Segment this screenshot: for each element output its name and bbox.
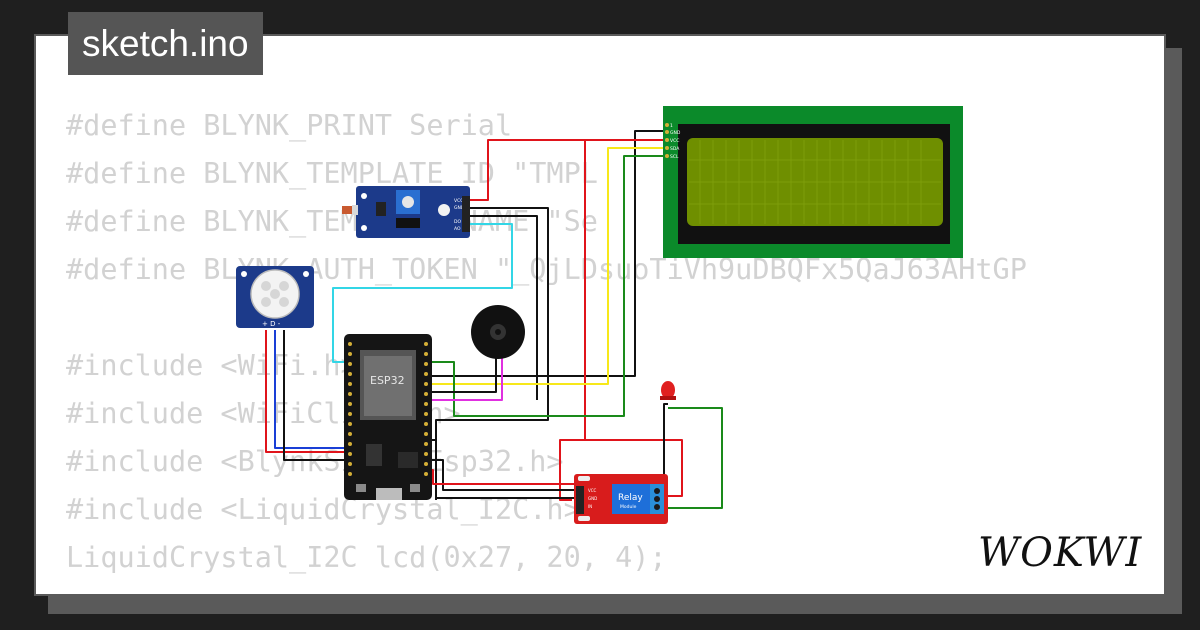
wokwi-logo-text: WOKWI — [978, 530, 1142, 576]
code-line: LiquidCrystal_I2C lcd(0x27, 20, 4); — [66, 541, 667, 574]
pir-pin-labels: + D - — [262, 320, 281, 328]
buzzer — [471, 305, 525, 359]
wire-blue — [274, 330, 344, 449]
wire-green — [430, 155, 665, 417]
wire-black — [430, 130, 665, 377]
relay-module: Relay Module VCC GND IN — [574, 474, 668, 524]
wire-green — [668, 407, 723, 509]
relay-label: Relay — [618, 493, 643, 503]
wire-black — [283, 330, 344, 461]
code-line: #define BLYNK_TEMPLATE_ID "TMPL — [66, 157, 598, 190]
wire-yellow — [430, 147, 665, 385]
ldr-pin-label: DO — [454, 219, 461, 225]
lcd-display: 1 GND VCC SDA SCL — [663, 106, 963, 258]
relay-pin-label: GND — [588, 496, 597, 501]
ldr-sensor-module: VCC GND DO AO — [342, 186, 470, 238]
lcd-pin-label: VCC — [670, 138, 679, 144]
code-line: #define BLYNK_PRINT Serial — [66, 109, 513, 142]
lcd-pin-label: SCL — [670, 154, 679, 160]
esp32-board: ESP32 — [344, 334, 432, 500]
wire-red — [559, 139, 665, 501]
red-led — [660, 381, 676, 400]
ldr-pin-label: VCC — [454, 198, 463, 204]
file-title: sketch.ino — [68, 12, 263, 75]
ldr-pin-label: AO — [454, 226, 461, 232]
wire-black — [430, 439, 578, 499]
wire-red — [430, 469, 578, 485]
wire-magenta — [430, 358, 503, 401]
esp32-chip-label: ESP32 — [370, 374, 405, 387]
wire-red — [265, 330, 344, 453]
wire-red — [560, 439, 683, 497]
lcd-pin-label: GND — [670, 130, 681, 136]
wire-red — [470, 139, 662, 201]
wire-black — [430, 459, 578, 491]
relay-pin-label: IN — [588, 504, 592, 509]
code-line: #include <WiFi.h> — [66, 349, 358, 382]
ldr-pin-label: GND — [454, 205, 465, 211]
pir-sensor: + D - — [236, 266, 314, 328]
wire-cyan — [332, 223, 513, 363]
relay-sub-label: Module — [620, 504, 637, 510]
wire-black — [470, 215, 538, 400]
lcd-pin-label: SDA — [670, 146, 680, 152]
wire-black — [430, 358, 497, 393]
wokwi-logo: WOKWI — [978, 530, 1142, 576]
lcd-pin-label: 1 — [670, 123, 673, 129]
relay-pin-label: VCC — [588, 488, 597, 493]
